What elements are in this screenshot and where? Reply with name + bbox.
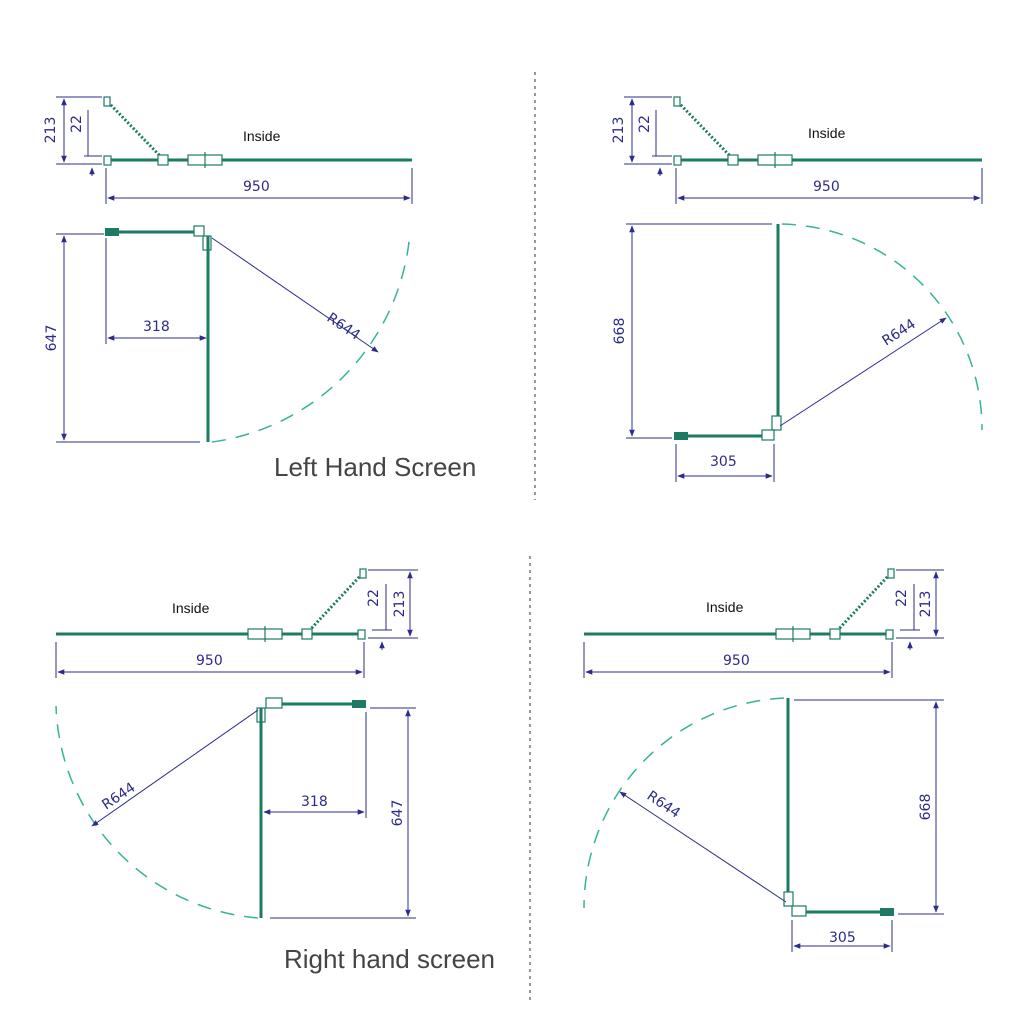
wall-channel (885, 629, 894, 640)
hinge-top (265, 697, 283, 709)
support-bar (676, 100, 734, 160)
radius-line (91, 709, 259, 827)
offset-dimension: 22 (366, 589, 382, 607)
right-hand-caption: Right hand screen (284, 944, 495, 974)
inside-label: Inside (243, 128, 281, 144)
wall-channel (103, 155, 112, 166)
bar-clamp (301, 628, 313, 640)
return-dimension: 305 (710, 454, 737, 470)
width-dimension: 950 (813, 179, 840, 195)
wall-fixing (880, 908, 894, 916)
return-dimension: 305 (829, 930, 856, 946)
left-hand-caption: Left Hand Screen (274, 452, 476, 482)
wall-fixing (674, 432, 688, 440)
hinge-bottom (761, 429, 775, 441)
radius-dimension: R644 (99, 780, 138, 814)
panel-bottom-left: Inside 950 213 22 R644 (55, 568, 495, 974)
wall-bracket (887, 568, 895, 579)
depth-dimension: 213 (43, 117, 59, 144)
height-dimension: 647 (390, 800, 406, 827)
inside-label: Inside (706, 599, 744, 615)
plan-view: Inside 950 213 22 (583, 568, 944, 678)
support-bar (306, 572, 364, 634)
hinge-side (771, 415, 782, 431)
panel-top-left: Inside 950 213 22 R64 (43, 96, 476, 482)
width-dimension: 950 (723, 653, 750, 669)
elevation-view: R644 668 305 (612, 223, 983, 482)
swing-arc (781, 223, 983, 431)
radius-line (211, 237, 379, 353)
radius-dimension: R644 (644, 788, 683, 822)
support-bar (106, 100, 164, 160)
radius-dimension: R644 (879, 316, 918, 349)
support-bar (834, 572, 892, 634)
elevation-view: R644 668 305 (583, 697, 944, 952)
bar-clamp (157, 154, 169, 166)
swing-arc (211, 231, 411, 443)
bar-clamp (829, 628, 841, 640)
panel-bottom-right: Inside 950 213 22 R644 (583, 568, 944, 952)
plan-view: Inside 950 213 22 (55, 568, 418, 678)
hinge-top (193, 225, 205, 237)
inside-label: Inside (172, 600, 210, 616)
hinge-bottom (791, 905, 807, 917)
wall-bracket (673, 96, 681, 107)
depth-dimension: 213 (392, 591, 408, 618)
wall-bracket (103, 96, 111, 107)
wall-channel (673, 155, 682, 166)
width-dimension: 950 (196, 653, 223, 669)
offset-dimension: 22 (69, 115, 85, 133)
bar-clamp (727, 154, 739, 166)
wall-channel (357, 629, 366, 640)
offset-dimension: 22 (894, 589, 910, 607)
elevation-view: R644 647 318 (55, 697, 416, 919)
radius-line (619, 791, 787, 903)
panel-top-right: Inside 950 213 22 R644 (611, 96, 983, 482)
depth-dimension: 213 (918, 591, 934, 618)
elevation-view: R644 647 318 (44, 225, 411, 443)
wall-fixing (352, 700, 366, 708)
plan-view: Inside 950 213 22 (611, 96, 983, 204)
radius-dimension: R644 (324, 310, 363, 344)
width-dimension: 950 (243, 179, 270, 195)
swing-arc (55, 705, 259, 919)
inside-label: Inside (808, 125, 846, 141)
wall-fixing (105, 228, 119, 236)
height-dimension: 668 (612, 318, 628, 345)
offset-dimension: 22 (637, 115, 653, 133)
swing-arc (583, 697, 785, 909)
plan-view: Inside 950 213 22 (43, 96, 413, 204)
hinge-side (783, 891, 794, 907)
height-dimension: 647 (44, 325, 60, 352)
return-dimension: 318 (301, 794, 328, 810)
radius-line (779, 317, 947, 427)
depth-dimension: 213 (611, 117, 627, 144)
height-dimension: 668 (918, 794, 934, 821)
return-dimension: 318 (143, 319, 170, 335)
wall-bracket (359, 568, 367, 579)
